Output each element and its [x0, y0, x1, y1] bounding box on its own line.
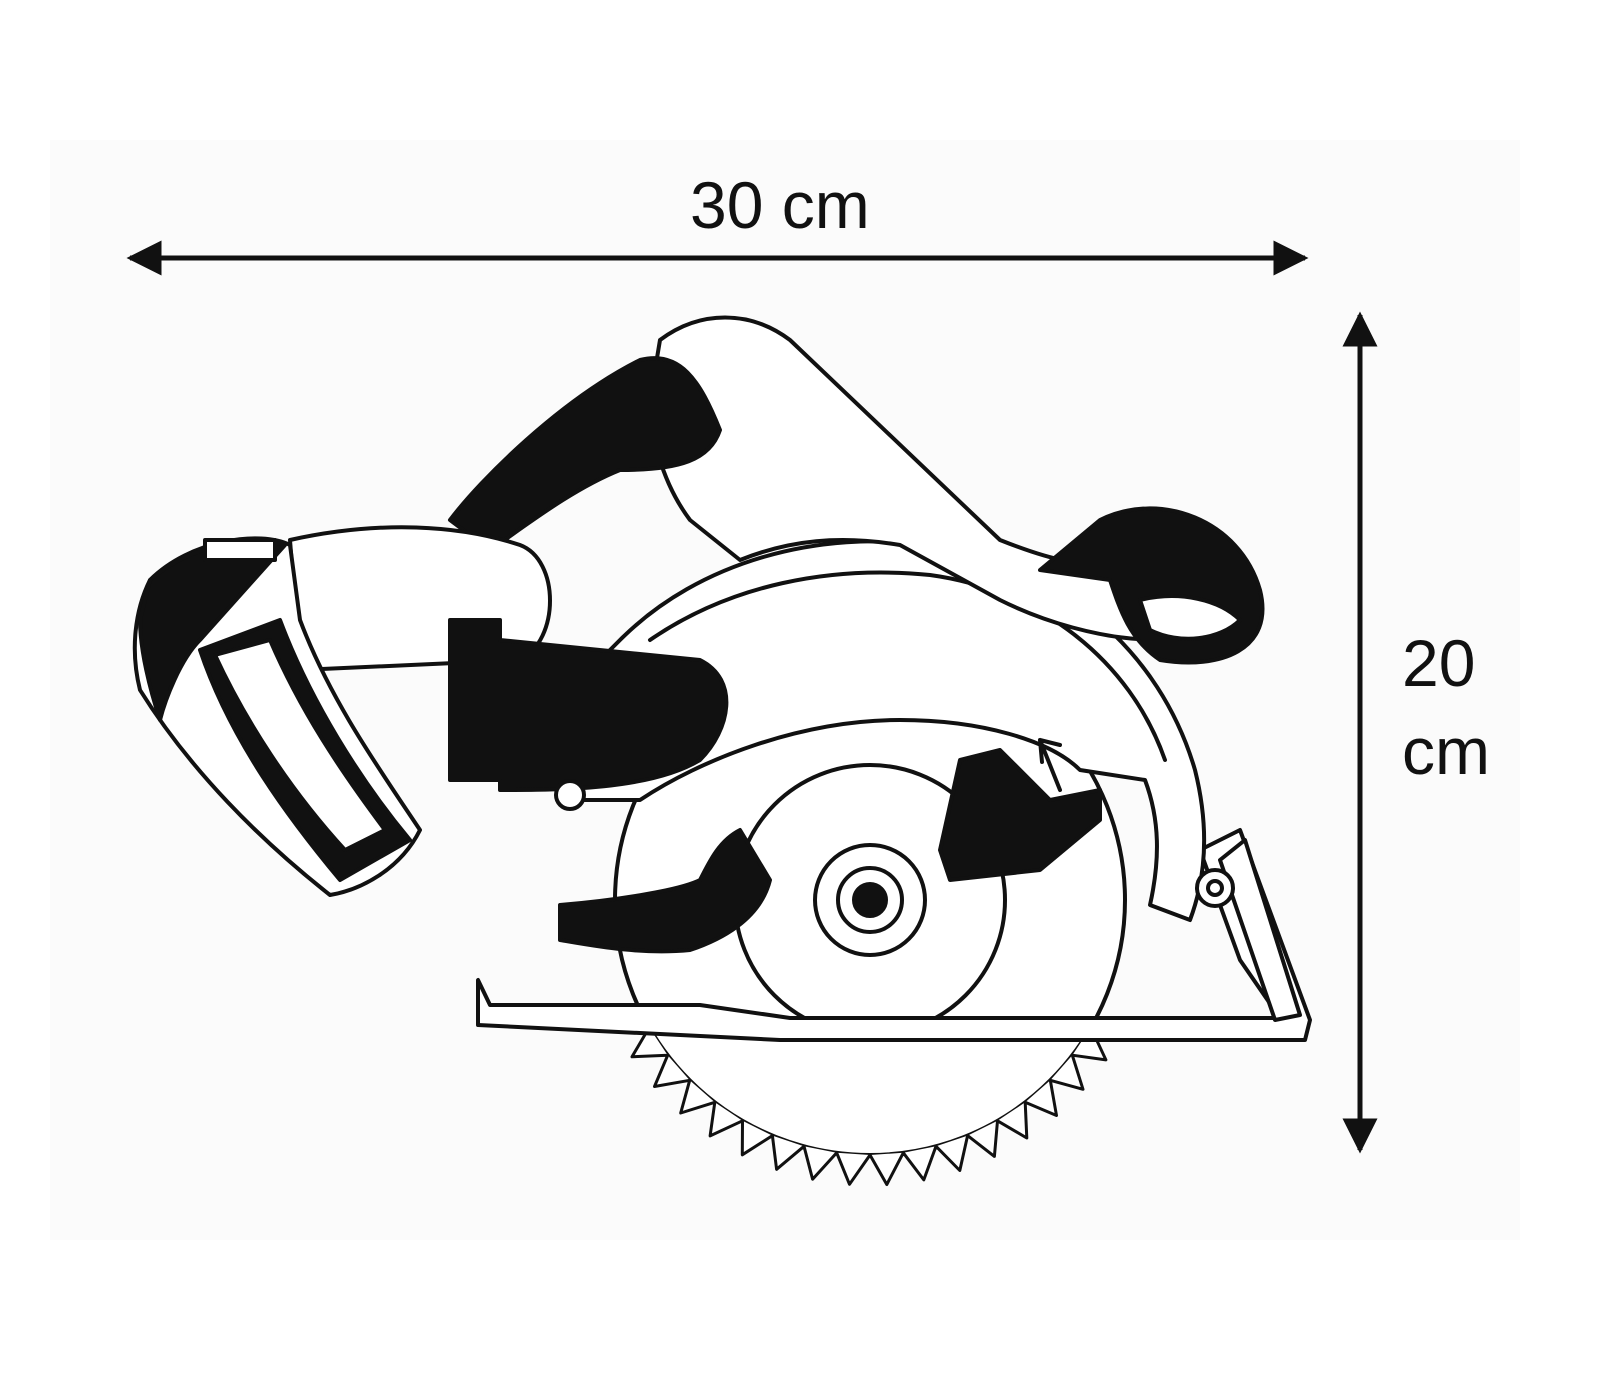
- depth-bracket: [938, 748, 1102, 882]
- circular-saw-illustration: [132, 315, 1312, 1186]
- guard-screw: [554, 779, 586, 811]
- lower-guard-lever: [558, 828, 772, 954]
- height-dimension-unit: cm: [1402, 714, 1490, 788]
- battery-pack: [132, 536, 422, 897]
- guard-inner-line: [648, 570, 1167, 762]
- handle-grip: [448, 356, 722, 552]
- motor-housing: [648, 315, 1162, 642]
- bevel-scale: [1218, 838, 1302, 1022]
- front-knob-highlight: [1138, 594, 1242, 641]
- direction-arrow: [1038, 738, 1062, 792]
- height-dimension-value: 20: [1402, 626, 1476, 700]
- dust-port: [448, 618, 729, 792]
- width-dimension-label: 30 cm: [690, 168, 870, 242]
